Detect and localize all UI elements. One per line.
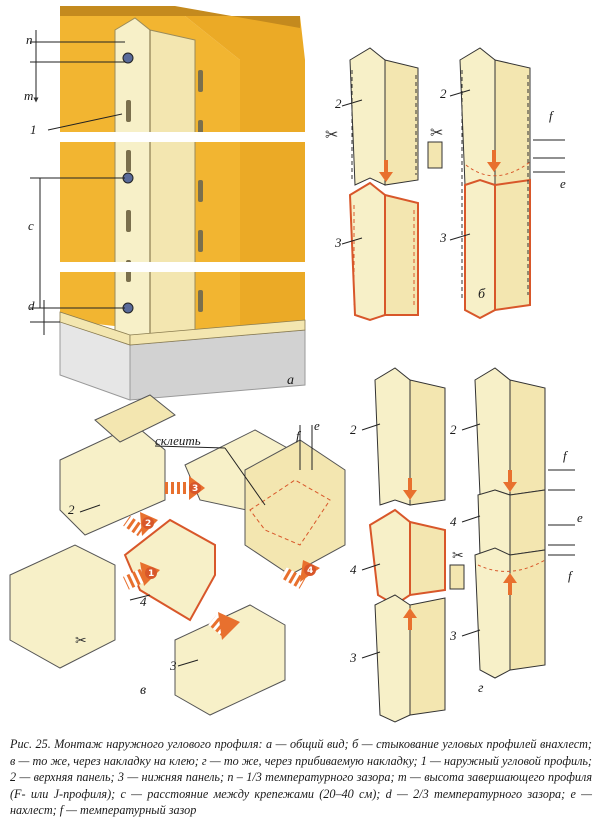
- label-3: 3: [439, 230, 447, 245]
- label-e: e: [560, 176, 566, 191]
- label-4: 4: [140, 594, 147, 609]
- label-e: e: [577, 510, 583, 525]
- outer-corner-profile: [114, 17, 151, 356]
- label-2: 2: [335, 96, 342, 111]
- panel-g-nailed-overlay: ✂ 2 4 3 2 4 3 f e f г: [349, 367, 583, 723]
- figure-canvas: n m 1 c d а ✂ ✂: [0, 6, 583, 723]
- panel-v-glued-overlay: 1 2 3 4 ✂ склеить 2 4 3 f e в: [9, 394, 346, 716]
- step-2: 2: [145, 519, 151, 529]
- step-1: 1: [148, 569, 154, 579]
- nailed-overlay-left: [368, 508, 411, 607]
- step-3: 3: [192, 484, 198, 494]
- label-2: 2: [450, 422, 457, 437]
- label-glue: склеить: [155, 433, 201, 448]
- scissors-icon: ✂: [325, 125, 338, 144]
- panel-b-overlap-joint: ✂ ✂ 2 3 2 3 f e б: [325, 47, 566, 322]
- label-2: 2: [350, 422, 357, 437]
- dimension-lines: [30, 30, 125, 335]
- label-3: 3: [169, 658, 177, 673]
- panel-a-general-view: n m 1 c d а: [0, 6, 330, 401]
- fastener-screws: [122, 52, 134, 314]
- label-f: f: [296, 428, 302, 443]
- label-d: d: [28, 298, 35, 313]
- label-2: 2: [68, 502, 75, 517]
- panel-letter-a: а: [287, 373, 294, 388]
- panel-letter-v: в: [140, 683, 146, 698]
- label-4: 4: [350, 562, 357, 577]
- assembled-corner-right: [459, 47, 531, 320]
- label-c: c: [28, 218, 34, 233]
- scissors-icon: ✂: [452, 548, 464, 564]
- label-f: f: [549, 108, 555, 123]
- label-3: 3: [334, 235, 342, 250]
- label-f: f: [568, 568, 574, 583]
- upper-corner-left: [349, 47, 419, 186]
- scissors-icon: ✂: [430, 123, 443, 142]
- label-e: e: [314, 418, 320, 433]
- label-4: 4: [450, 514, 457, 529]
- label-2: 2: [440, 86, 447, 101]
- scissors-icon: ✂: [75, 633, 87, 649]
- label-n: n: [26, 32, 33, 47]
- panel-letter-b: б: [478, 287, 486, 302]
- panel-letter-g: г: [478, 681, 484, 696]
- overlay-piece: [123, 518, 216, 622]
- label-1: 1: [30, 122, 37, 137]
- figure-caption: Рис. 25. Монтаж наружного углового профи…: [10, 737, 592, 817]
- label-3: 3: [349, 650, 357, 665]
- label-f: f: [563, 448, 569, 463]
- label-m: m: [24, 88, 33, 103]
- lower-corner-left: [348, 181, 419, 322]
- step-4: 4: [307, 566, 313, 576]
- label-3: 3: [449, 628, 457, 643]
